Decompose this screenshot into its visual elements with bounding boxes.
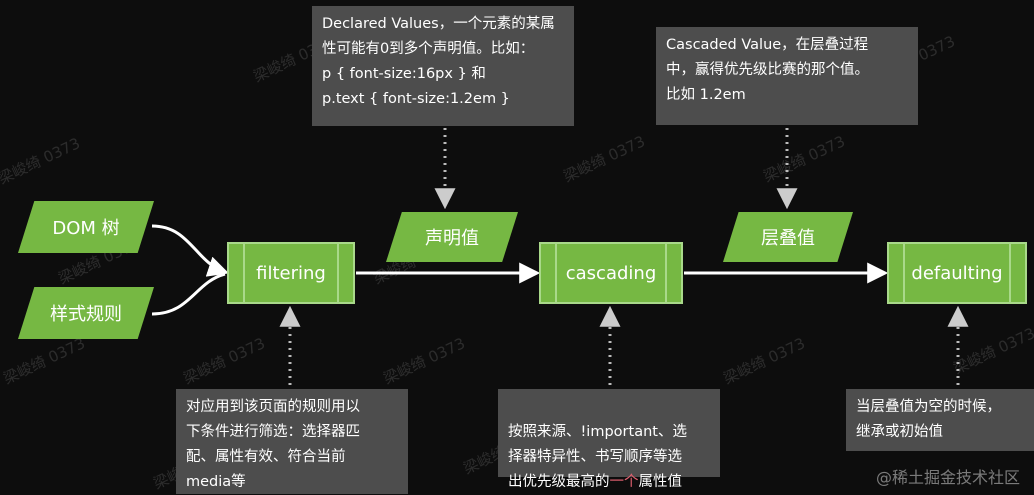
site-credit: @稀土掘金技术社区 (875, 468, 1020, 487)
cascaded-values-node: 层叠值 (723, 212, 853, 262)
rules-to-filtering-arrow (151, 272, 226, 316)
dom-to-filtering-arrow (151, 224, 229, 277)
cascading-note-text-end: 属性值 (638, 474, 683, 490)
defaulting-note: 当层叠值为空的时候， 继承或初始值 (846, 389, 1034, 451)
process-defaulting-label: defaulting (911, 262, 1003, 284)
cascading-note-text: 按照来源、!important、选 择器特异性、书写顺序等选 出优先级最高的 (508, 424, 687, 490)
process-cascading-label: cascading (565, 262, 657, 284)
cascading-note-highlight: 一个 (609, 474, 639, 490)
declared-values-node: 声明值 (386, 212, 518, 262)
process-cascading: cascading (539, 242, 683, 304)
cascaded-value-note: Cascaded Value，在层叠过程 中，赢得优先级比赛的那个值。 比如 1… (656, 27, 918, 125)
process-filtering-label: filtering (256, 262, 326, 284)
process-filtering: filtering (227, 242, 355, 304)
filtering-note: 对应用到该页面的规则用以 下条件进行筛选：选择器匹 配、属性有效、符合当前 me… (176, 389, 408, 494)
input-style-rules: 样式规则 (18, 287, 154, 339)
process-defaulting: defaulting (887, 242, 1027, 304)
input-dom-tree: DOM 树 (18, 201, 154, 253)
cascading-note: 按照来源、!important、选 择器特异性、书写顺序等选 出优先级最高的一个… (498, 389, 720, 490)
declared-values-note: Declared Values，一个元素的某属 性可能有0到多个声明值。比如： … (312, 6, 574, 126)
